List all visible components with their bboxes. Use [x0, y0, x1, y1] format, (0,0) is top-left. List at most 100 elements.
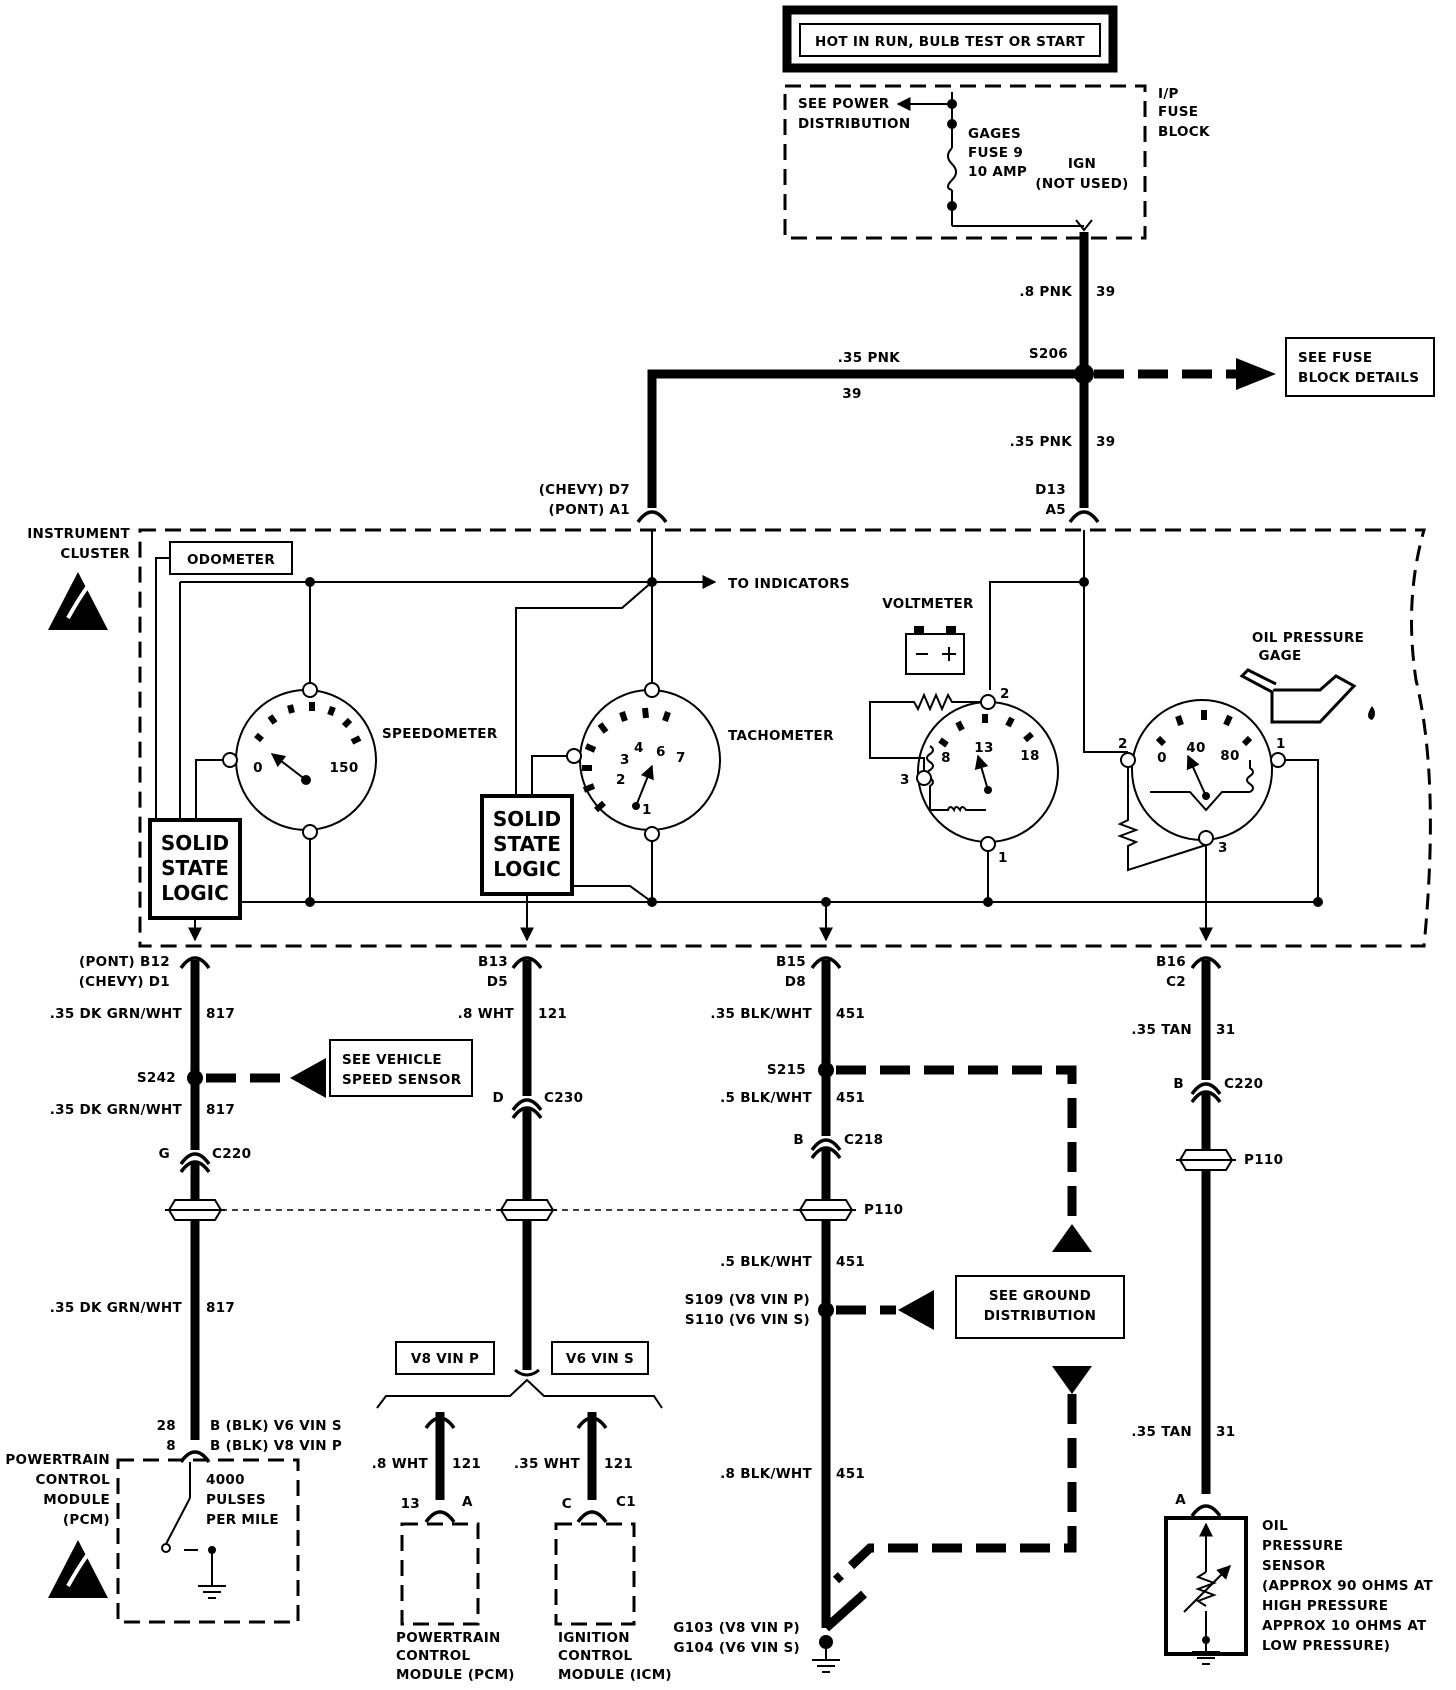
see-vss-label-2: SPEED SENSOR [342, 1072, 462, 1088]
col4-sensor-pin: A [1175, 1492, 1186, 1508]
ssl1-line3: LOGIC [161, 881, 229, 905]
sensor-label-5: HIGH PRESSURE [1262, 1598, 1388, 1614]
oil-tick-80: 80 [1220, 748, 1239, 764]
fuse-block-label-1: I/P [1158, 86, 1179, 102]
col4-pin-2: C2 [1166, 974, 1186, 990]
circuit-451: B15 D8 .35 BLK/WHT 451 S215 .5 BLK/WHT 4… [673, 954, 1125, 1673]
icm-module [554, 1522, 636, 1626]
oil-can-icon [1239, 668, 1375, 724]
col1-pin-2: (CHEVY) D1 [79, 974, 170, 990]
tach-tick-6: 6 [656, 744, 666, 760]
ssl2-line3: LOGIC [493, 857, 561, 881]
tach-tick-1: 1 [642, 802, 652, 818]
see-vss-label-1: SEE VEHICLE [342, 1052, 442, 1068]
col1-w2-circ: 817 [206, 1102, 235, 1118]
ign-not-used-label: (NOT USED) [1035, 176, 1128, 192]
oil-pin-1: 1 [1276, 736, 1286, 752]
volt-tick-18: 18 [1020, 748, 1039, 764]
fuse-block-label-2: FUSE [1158, 104, 1198, 120]
pcm-pin-desc-1: B (BLK) V6 VIN S [210, 1418, 342, 1434]
wire-39-circ-2: 39 [842, 386, 861, 402]
fuse-label-3: 10 AMP [968, 164, 1027, 180]
col4-conn-pin: B [1173, 1076, 1184, 1092]
see-ground-label-1: SEE GROUND [989, 1288, 1091, 1304]
sensor-label-1: OIL [1262, 1518, 1288, 1534]
fuse-block-label-3: BLOCK [1158, 124, 1210, 140]
power-header-label: HOT IN RUN, BULB TEST OR START [815, 34, 1085, 50]
col2-v6-pin-c1: C1 [616, 1494, 636, 1510]
col3-w2-gauge: .5 BLK/WHT [720, 1090, 812, 1106]
col3-w2-circ: 451 [836, 1090, 865, 1106]
esd-warning-icon [46, 570, 110, 632]
power-header: HOT IN RUN, BULB TEST OR START [782, 5, 1118, 73]
ssl2-line2: STATE [493, 832, 561, 856]
see-fuse-label-1: SEE FUSE [1298, 350, 1372, 366]
see-ground-box [955, 1275, 1125, 1339]
col2-w1-gauge: .8 WHT [458, 1006, 515, 1022]
col2-v8-circ: 121 [452, 1456, 481, 1472]
pulses-3: PER MILE [206, 1512, 279, 1528]
col3-w3-gauge: .5 BLK/WHT [720, 1254, 812, 1270]
col3-conn-pin: B [793, 1132, 804, 1148]
col3-w1-circ: 451 [836, 1006, 865, 1022]
icm-label-3: MODULE (ICM) [558, 1667, 672, 1683]
splice-s215 [818, 1062, 834, 1078]
volt-tick-13: 13 [974, 740, 993, 756]
splice-s242-label: S242 [137, 1070, 176, 1086]
col2-v6-gauge: .35 WHT [514, 1456, 581, 1472]
col1-w1-circ: 817 [206, 1006, 235, 1022]
icm-label-2: CONTROL [558, 1648, 633, 1664]
ssl1-line2: STATE [161, 856, 229, 880]
wire-39-branch [647, 369, 1084, 508]
col4-w2-circ: 31 [1216, 1424, 1235, 1440]
instrument-cluster: INSTRUMENT CLUSTER ODOMETER TO INDICATOR… [27, 526, 1432, 948]
circuit-817: (PONT) B12 (CHEVY) D1 .35 DK GRN/WHT 817… [50, 954, 473, 1464]
col3-w1-gauge: .35 BLK/WHT [710, 1006, 812, 1022]
oil-gauge-label-2: GAGE [1258, 648, 1301, 664]
col2-v6-pin-c: C [562, 1496, 572, 1512]
pcm-pin-desc-2: B (BLK) V8 VIN P [210, 1438, 342, 1454]
col3-pin-2: D8 [785, 974, 806, 990]
ground-g104-label: G104 (V6 VIN S) [673, 1640, 800, 1656]
pcm2-label-3: MODULE (PCM) [396, 1667, 515, 1683]
col3-conn: C218 [844, 1132, 883, 1148]
circuit-121: B13 D5 .8 WHT 121 D C230 V8 VIN P V6 VIN… [372, 954, 672, 1683]
ground-g103-g104 [819, 1635, 833, 1649]
oil-tick-0: 0 [1157, 750, 1167, 766]
col3-grommet: P110 [864, 1202, 903, 1218]
ssl-box-1 [148, 818, 242, 920]
pcm2-label-2: CONTROL [396, 1648, 471, 1664]
volt-tick-8: 8 [941, 750, 951, 766]
speedometer-label: SPEEDOMETER [382, 726, 498, 742]
volt-pin-2: 2 [1000, 686, 1010, 702]
oil-gauge-label-1: OIL PRESSURE [1252, 630, 1364, 646]
sensor-label-7: LOW PRESSURE) [1262, 1638, 1390, 1654]
col4-w1-circ: 31 [1216, 1022, 1235, 1038]
wire-39-circ-3: 39 [1096, 434, 1115, 450]
splice-s109-label: S109 (V8 VIN P) [685, 1292, 810, 1308]
ssl1-line1: SOLID [161, 831, 229, 855]
fuse-block: I/P FUSE BLOCK SEE POWER DISTRIBUTION GA… [783, 84, 1210, 240]
fuse-label-1: GAGES [968, 126, 1021, 142]
col1-w3-circ: 817 [206, 1300, 235, 1316]
pcm2-label-1: POWERTRAIN [396, 1630, 501, 1646]
col2-w1-circ: 121 [538, 1006, 567, 1022]
col4-conn: C220 [1224, 1076, 1263, 1092]
col2-conn-pin: D [492, 1090, 504, 1106]
tach-tick-4: 4 [634, 740, 644, 756]
oil-tick-40: 40 [1186, 740, 1205, 756]
col2-conn: C230 [544, 1090, 583, 1106]
v8-label: V8 VIN P [411, 1351, 479, 1367]
see-vss-box [329, 1039, 473, 1097]
wire-39-gauge-1: .8 PNK [1019, 284, 1072, 300]
col4-grommet: P110 [1244, 1152, 1283, 1168]
col2-pin-1: B13 [478, 954, 508, 970]
ssl-box-2 [480, 794, 574, 896]
oil-pin-2: 2 [1118, 736, 1128, 752]
pcm-pin-28: 28 [157, 1418, 176, 1434]
col4-w1-gauge: .35 TAN [1131, 1022, 1192, 1038]
sensor-label-4: (APPROX 90 OHMS AT [1262, 1578, 1434, 1594]
oil-pin-3: 3 [1218, 840, 1228, 856]
speedo-min: 0 [253, 760, 263, 776]
